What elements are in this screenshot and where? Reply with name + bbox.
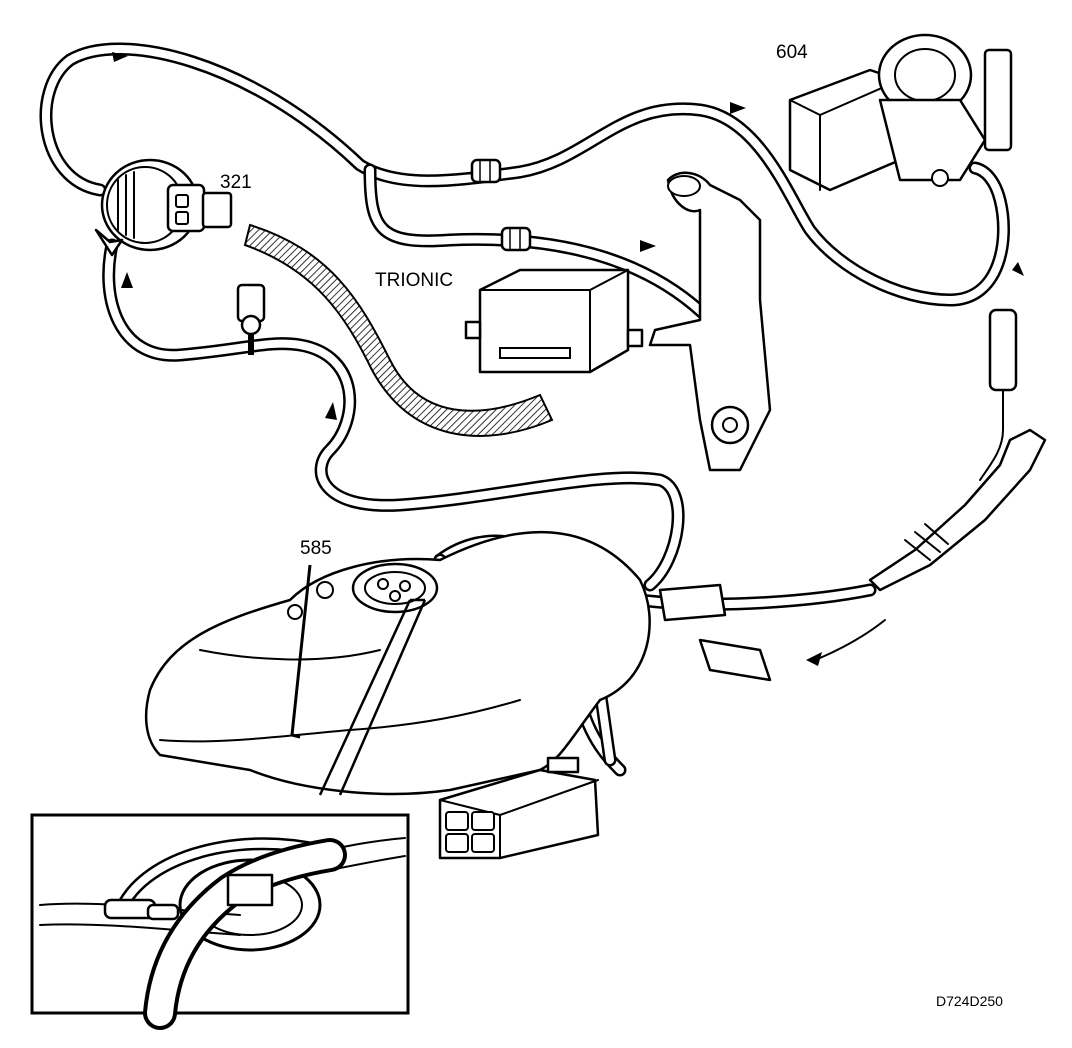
hose-connector-1: [470, 158, 502, 184]
vacuum-hose-hatched: [243, 223, 554, 437]
trionic-ecu: [464, 268, 644, 374]
filler-neck: [868, 308, 1047, 592]
purge-hose-upper: [39, 42, 1010, 307]
canister-purge-valve-321: [94, 158, 233, 257]
hose-connector-2: [500, 226, 532, 252]
t-connector: [236, 283, 266, 355]
label-321: 321: [220, 172, 252, 193]
label-604: 604: [776, 42, 808, 63]
intake-bracket: [648, 171, 772, 472]
leader-lines: [290, 564, 427, 796]
label-trionic: TRIONIC: [375, 270, 453, 291]
flow-arrow-icon: [112, 52, 1024, 666]
inset-detail: [30, 813, 410, 1030]
figure-reference: D724D250: [936, 993, 1003, 1009]
charcoal-canister: [438, 756, 600, 860]
throttle-body-604: [788, 33, 1013, 192]
purge-hose-lower-loop: [102, 238, 685, 592]
purge-hose-branch: [363, 163, 717, 327]
label-585: 585: [300, 538, 332, 559]
